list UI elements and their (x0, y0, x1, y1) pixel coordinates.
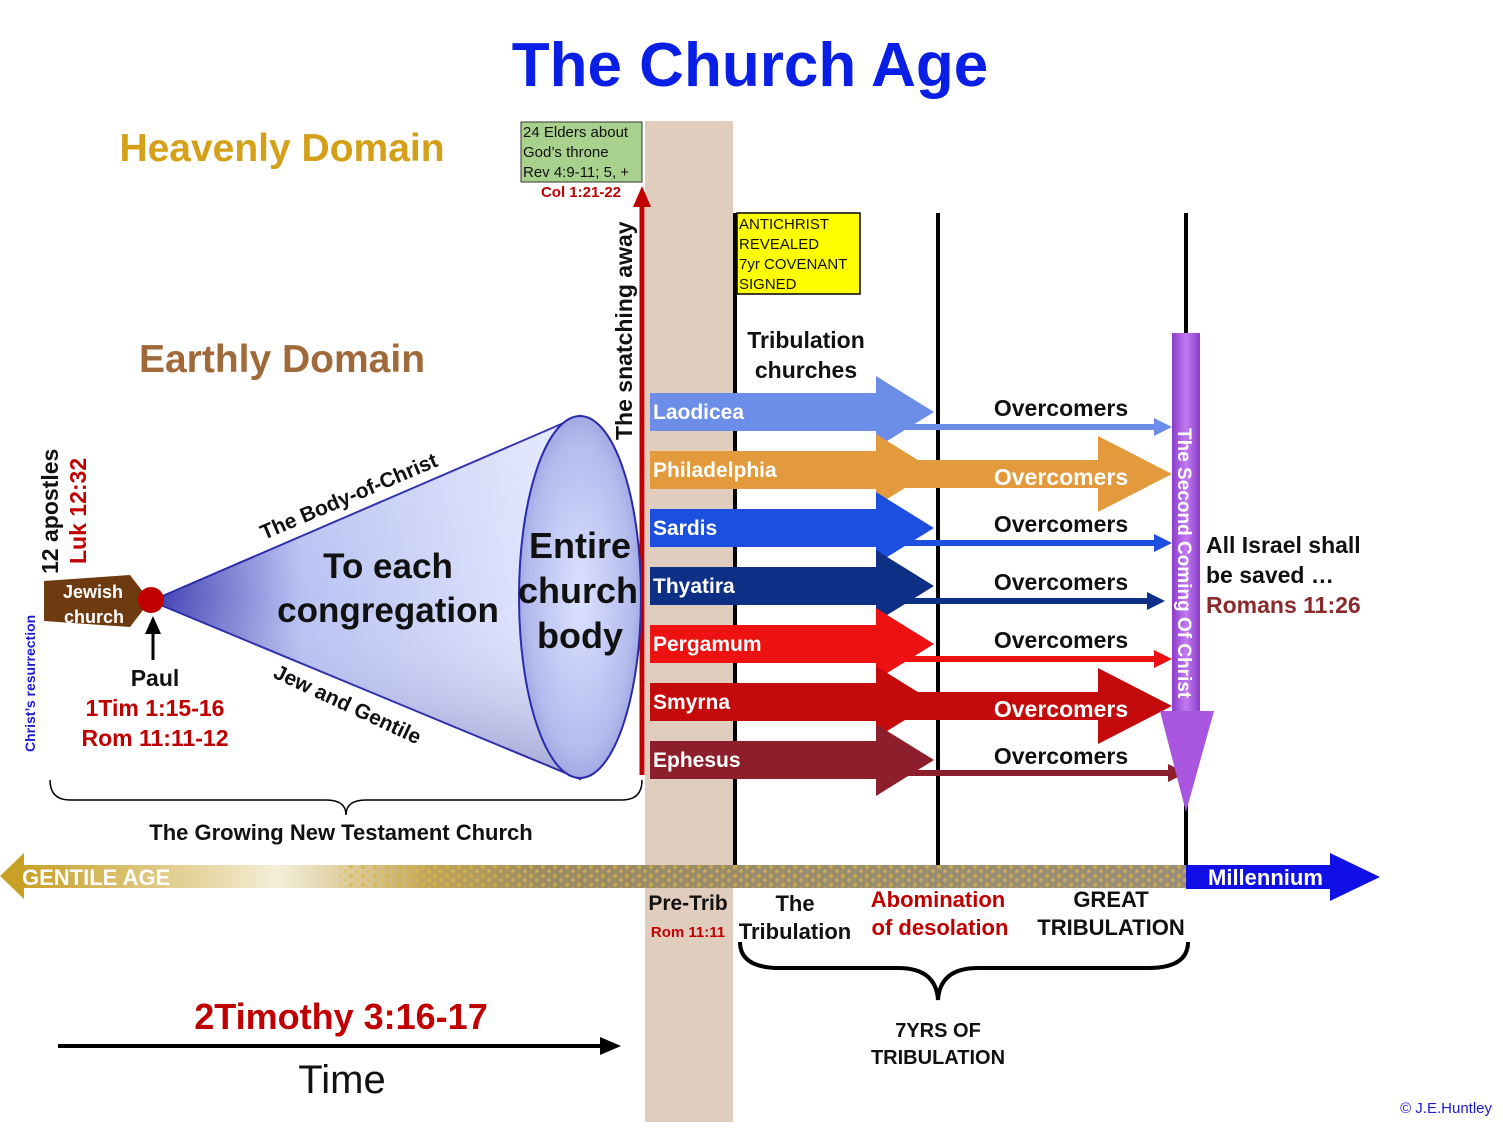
overcomers-arrow-thyatira (900, 592, 1165, 610)
desolation-label: of desolation (872, 915, 1009, 940)
church-label-thyatira: Thyatira (653, 575, 735, 598)
antichrist-line-2: REVEALED (739, 236, 819, 253)
the-label: The (775, 891, 814, 916)
overcomers-label-thyatira: Overcomers (994, 569, 1128, 595)
church-label-pergamum: Pergamum (653, 633, 762, 656)
paul-label: Paul (131, 665, 180, 691)
overcomers-arrow-pergamum (900, 650, 1172, 668)
body-label: body (537, 615, 623, 656)
growing-church-label: The Growing New Testament Church (149, 820, 532, 845)
apostles-ref: Luk 12:32 (65, 458, 91, 564)
rapture-arrow-head (633, 186, 651, 207)
israel-ref: Romans 11:26 (1206, 592, 1361, 618)
millennium-bar (1186, 865, 1334, 889)
time-arrow-head (600, 1037, 621, 1055)
israel-line-2: be saved … (1206, 562, 1334, 588)
cone-shading (151, 416, 580, 779)
elders-line-3: Rev 4:9-11; 5, + (523, 164, 629, 181)
millennium-label: Millennium (1208, 865, 1323, 890)
elders-box (520, 121, 643, 183)
overcomers-arrow-laodicea (900, 418, 1172, 436)
tribulation-churches-line-2: churches (755, 357, 857, 383)
gentile-age-label: GENTILE AGE (22, 865, 170, 890)
paul-arrow-head (145, 616, 161, 634)
great-label: GREAT (1073, 887, 1149, 912)
overcomers-label-smyrna: Overcomers (994, 696, 1128, 722)
congregation-label: congregation (277, 591, 499, 630)
church-label-sardis: Sardis (653, 517, 717, 540)
time-label: Time (298, 1058, 385, 1102)
timothy-ref: 2Timothy 3:16-17 (194, 996, 487, 1037)
church-label-smyrna: Smyrna (653, 691, 730, 714)
overcomers-label-pergamum: Overcomers (994, 627, 1128, 653)
overcomers-label-philadelphia: Overcomers (994, 464, 1128, 490)
pretrib-band (645, 121, 733, 1122)
seven-years-brace (738, 941, 1190, 1001)
church-label: church (518, 570, 638, 611)
church-label-philadelphia: Philadelphia (653, 459, 777, 482)
pretrib-ref: Rom 11:11 (651, 924, 725, 941)
elders-line-2: God’s throne (523, 144, 609, 161)
second-coming-arrow-shaft (1172, 333, 1200, 713)
elders-line-1: 24 Elders about (523, 124, 629, 141)
tribulation-label: Tribulation (739, 919, 851, 944)
church-label-laodicea: Laodicea (653, 401, 744, 424)
abomination-label: Abomination (871, 887, 1005, 912)
christs-resurrection-label: Christ’s resurrection (22, 615, 38, 752)
antichrist-line-4: SIGNED (739, 276, 797, 293)
gentile-age-dots (340, 865, 1186, 888)
church-arrow-philadelphia (650, 434, 934, 506)
apostles-label: 12 apostles (37, 449, 63, 574)
elders-ref: Col 1:21-22 (541, 184, 621, 201)
earthly-domain-label: Earthly Domain (139, 338, 425, 381)
overcomers-label-laodicea: Overcomers (994, 395, 1128, 421)
church-label-ephesus: Ephesus (653, 749, 741, 772)
antichrist-line-3: 7yr COVENANT (739, 256, 847, 273)
church-body-ellipse (518, 415, 642, 779)
heavenly-domain-label: Heavenly Domain (119, 127, 444, 170)
overcomers-arrow-smyrna (900, 668, 1172, 744)
seven-years-line-1: 7YRS OF (895, 1020, 981, 1042)
overcomers-arrow-philadelphia (900, 436, 1172, 512)
paul-ref-1: 1Tim 1:15-16 (86, 695, 225, 721)
jewish-church-shape (44, 575, 150, 627)
church-arrow-sardis (650, 492, 934, 564)
snatching-away-label: The snatching away (611, 221, 637, 440)
church-arrow-pergamum (650, 608, 934, 680)
overcomers-arrow-sardis (900, 534, 1172, 552)
paul-ref-2: Rom 11:11-12 (81, 725, 228, 751)
jewish-label: Jewish (63, 582, 123, 602)
millennium-arrow-head (1330, 853, 1380, 901)
church-arrow-ephesus (650, 724, 934, 796)
origin-point (138, 587, 164, 613)
second-coming-label: The Second Coming Of Christ (1173, 428, 1194, 699)
seven-years-line-2: TRIBULATION (871, 1047, 1005, 1069)
to-each-label: To each (323, 547, 453, 586)
second-coming-arrow-head (1160, 711, 1214, 812)
tribulation-churches-line-1: Tribulation (747, 327, 865, 353)
pretrib-label: Pre-Trib (648, 892, 727, 915)
overcomers-label-sardis: Overcomers (994, 511, 1128, 537)
overcomers-arrow-ephesus (900, 764, 1186, 782)
overcomers-label-ephesus: Overcomers (994, 743, 1128, 769)
growing-church-brace (49, 779, 643, 816)
copyright: © J.E.Huntley (1400, 1100, 1492, 1117)
antichrist-box (736, 212, 861, 295)
church-arrow-smyrna (650, 666, 934, 738)
entire-label: Entire (529, 525, 631, 566)
great-tribulation-label: TRIBULATION (1037, 915, 1184, 940)
gentile-age-arrow-head (0, 853, 24, 899)
church-arrow-laodicea (650, 376, 934, 448)
church-arrow-thyatira (650, 550, 934, 622)
church-small-label: church (64, 607, 124, 627)
page-title: The Church Age (512, 31, 989, 100)
israel-line-1: All Israel shall (1206, 532, 1361, 558)
antichrist-line-1: ANTICHRIST (739, 216, 829, 233)
